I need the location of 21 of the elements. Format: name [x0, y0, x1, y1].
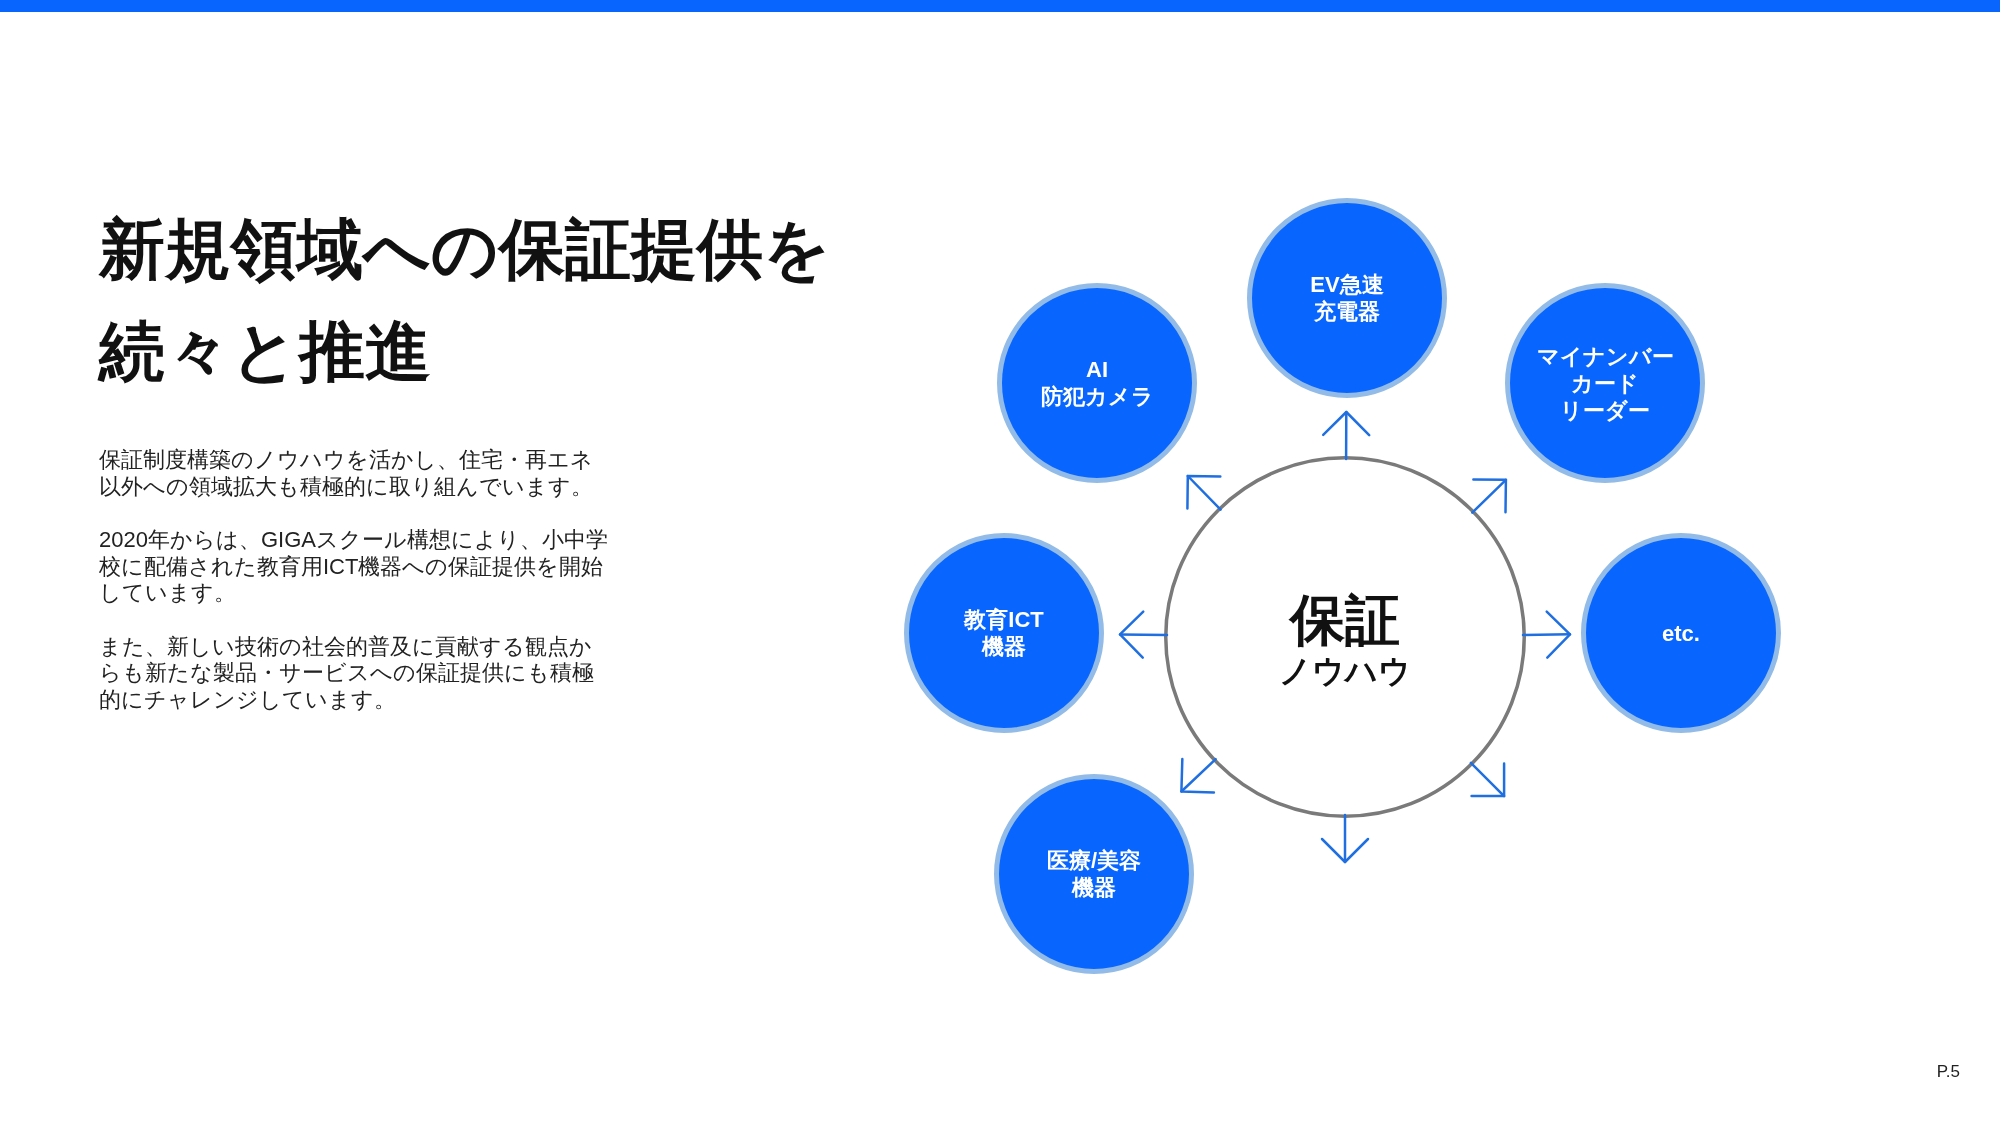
arrow — [1320, 813, 1370, 864]
node-label: AI 防犯カメラ — [1040, 356, 1154, 410]
node-label: EV急速充電器 — [1310, 271, 1384, 325]
node-label: 医療/美容機器 — [1046, 847, 1142, 901]
node-label: マイナンバーカードリーダー — [1536, 342, 1674, 424]
body-paragraph: 2020年からは、GIGAスクール構想により、小中学校に配備された教育用ICT機器への保証提供を開始しています。 — [99, 527, 609, 607]
arrow — [1471, 478, 1508, 514]
arrow — [1469, 761, 1506, 798]
node-title: 保証 — [1290, 591, 1400, 648]
page-number: P.5 — [1936, 1062, 1960, 1082]
arrow — [1321, 410, 1371, 461]
body-paragraph: また、新しい技術の社会的普及に貢献する観点からも新たな製品・サービスへの保証提供にも積極的にチャレンジしています。 — [99, 633, 595, 713]
node-label: 教育ICT機器 — [964, 606, 1044, 660]
slide-heading: 新規領域への保証提供を続々と推進 — [99, 211, 832, 390]
node-label: ノウハウ — [1279, 651, 1411, 691]
arrow — [1521, 610, 1572, 659]
arrow — [1186, 474, 1222, 511]
arrow — [1180, 757, 1217, 794]
body-paragraph: 保証制度構築のノウハウを活かし、住宅・再エネ以外への領域拡大も積極的に取り組んでいます。 — [99, 447, 594, 500]
arrow — [1118, 610, 1169, 659]
node-label: etc. — [1662, 619, 1700, 647]
